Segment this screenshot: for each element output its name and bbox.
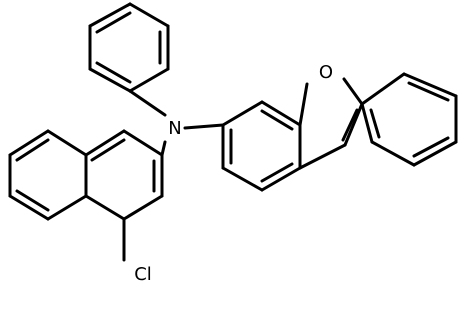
bond-phenyl-n bbox=[128, 89, 167, 117]
nitrogen-label: N bbox=[168, 118, 181, 139]
oxygen-label: O bbox=[319, 62, 333, 83]
bond-n-dibenzofuran bbox=[183, 123, 225, 130]
bond-naphthyl-n bbox=[160, 140, 167, 157]
naphthalene bbox=[8, 129, 164, 221]
chlorine-label: Cl bbox=[134, 264, 152, 285]
dibenzofuran bbox=[221, 72, 458, 192]
phenyl-ring bbox=[88, 2, 170, 93]
